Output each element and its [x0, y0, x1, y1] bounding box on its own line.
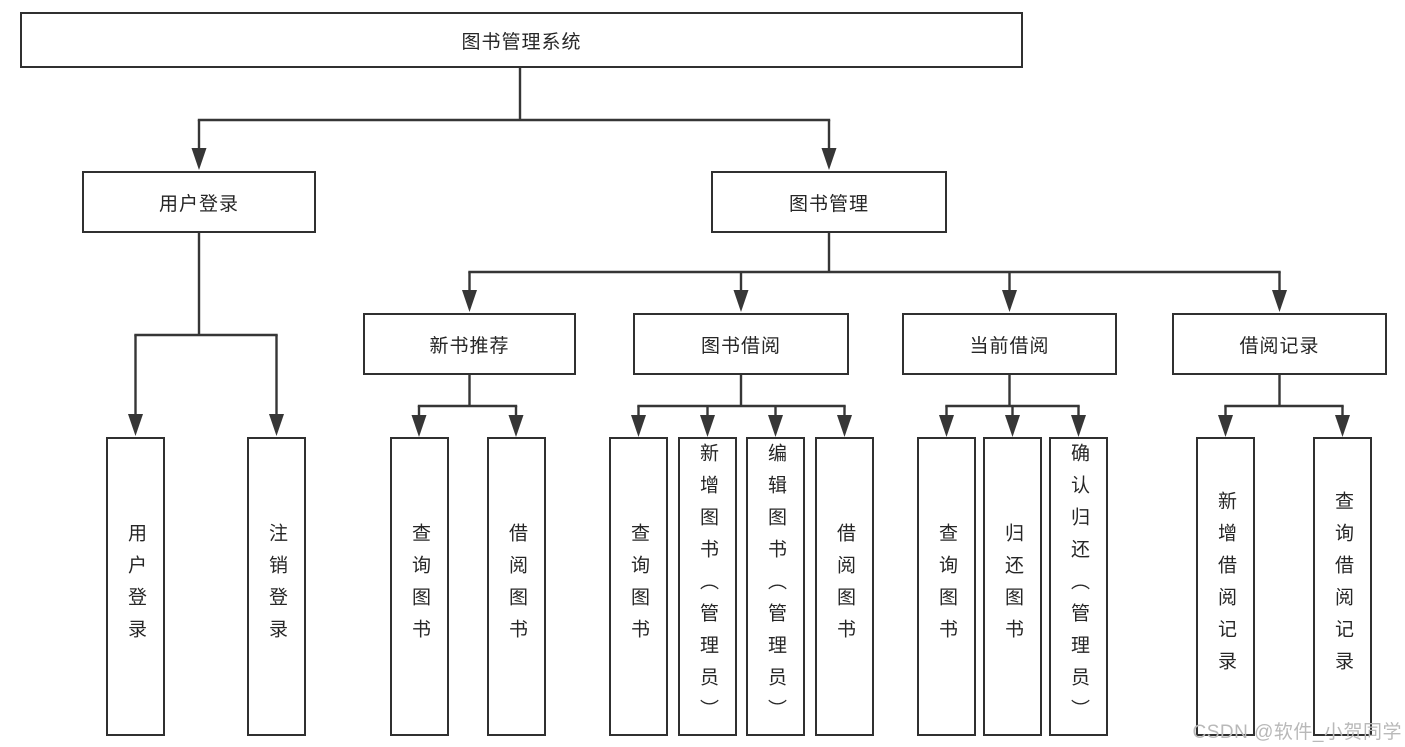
leaf-query-borrow-record: 查询借阅记录 [1313, 437, 1372, 736]
leaf-label: 查询图书 [628, 522, 649, 651]
csdn-watermark: CSDN @软件_小贺同学 [1192, 722, 1402, 743]
leaf-label: 新增借阅记录 [1215, 490, 1236, 683]
leaf-confirm-return-admin: 确认归还（管理员） [1049, 437, 1108, 736]
leaf-logout: 注销登录 [247, 437, 306, 736]
connector-arrowhead [1218, 415, 1233, 437]
leaf-label: 注销登录 [266, 522, 287, 651]
connector-arrowhead [733, 290, 749, 312]
connector-arrowhead [768, 415, 783, 437]
leaf-add-books-admin: 新增图书（管理员） [678, 437, 737, 736]
node-label: 当前借阅 [969, 335, 1050, 357]
leaf-query-books-borrowing: 查询图书 [609, 437, 668, 736]
leaf-label: 借阅图书 [834, 522, 855, 651]
leaf-label: 编辑图书（管理员） [765, 442, 786, 731]
leaf-query-books-recommend: 查询图书 [390, 437, 449, 736]
leaf-label: 查询图书 [936, 522, 957, 651]
connector-arrowhead [700, 415, 715, 437]
leaf-borrow-books-recommend: 借阅图书 [487, 437, 546, 736]
node-root-system: 图书管理系统 [20, 12, 1023, 68]
connector-arrowhead [939, 415, 954, 437]
leaf-user-login: 用户登录 [106, 437, 165, 736]
connector-arrowhead [1272, 290, 1287, 312]
node-label: 图书借阅 [700, 335, 781, 357]
node-label: 新书推荐 [429, 335, 510, 357]
connector-arrowhead [191, 148, 207, 170]
node-user-login: 用户登录 [82, 171, 316, 233]
node-book-borrowing: 图书借阅 [633, 313, 849, 375]
node-label: 借阅记录 [1239, 335, 1320, 357]
connector-arrowhead [1005, 415, 1020, 437]
connector-arrowhead [837, 415, 852, 437]
connector-arrowhead [411, 415, 427, 437]
leaf-return-books: 归还图书 [983, 437, 1042, 736]
node-current-borrowing: 当前借阅 [902, 313, 1117, 375]
leaf-label: 用户登录 [125, 522, 146, 651]
leaf-label: 借阅图书 [506, 522, 527, 651]
leaf-label: 查询图书 [409, 522, 430, 651]
leaf-query-books-current: 查询图书 [917, 437, 976, 736]
connector-arrowhead [508, 415, 524, 437]
leaf-label: 确认归还（管理员） [1068, 442, 1089, 731]
leaf-edit-books-admin: 编辑图书（管理员） [746, 437, 805, 736]
connector-arrowhead [1071, 415, 1086, 437]
connector-arrowhead [462, 290, 477, 312]
node-borrowing-records: 借阅记录 [1172, 313, 1387, 375]
connector-arrowhead [631, 415, 646, 437]
connector-arrowhead [821, 148, 837, 170]
node-label: 图书管理 [788, 193, 869, 215]
connector-arrowhead [269, 414, 284, 436]
node-new-book-recommendation: 新书推荐 [363, 313, 576, 375]
leaf-label: 新增图书（管理员） [697, 442, 718, 731]
leaf-add-borrow-record: 新增借阅记录 [1196, 437, 1255, 736]
connector-arrowhead [128, 414, 143, 436]
leaf-label: 归还图书 [1002, 522, 1023, 651]
node-book-management: 图书管理 [711, 171, 947, 233]
connector-arrowhead [1002, 290, 1017, 312]
leaf-label: 查询借阅记录 [1332, 490, 1353, 683]
connector-arrowhead [1335, 415, 1350, 437]
node-label: 图书管理系统 [461, 31, 582, 53]
leaf-borrow-books: 借阅图书 [815, 437, 874, 736]
node-label: 用户登录 [158, 193, 239, 215]
